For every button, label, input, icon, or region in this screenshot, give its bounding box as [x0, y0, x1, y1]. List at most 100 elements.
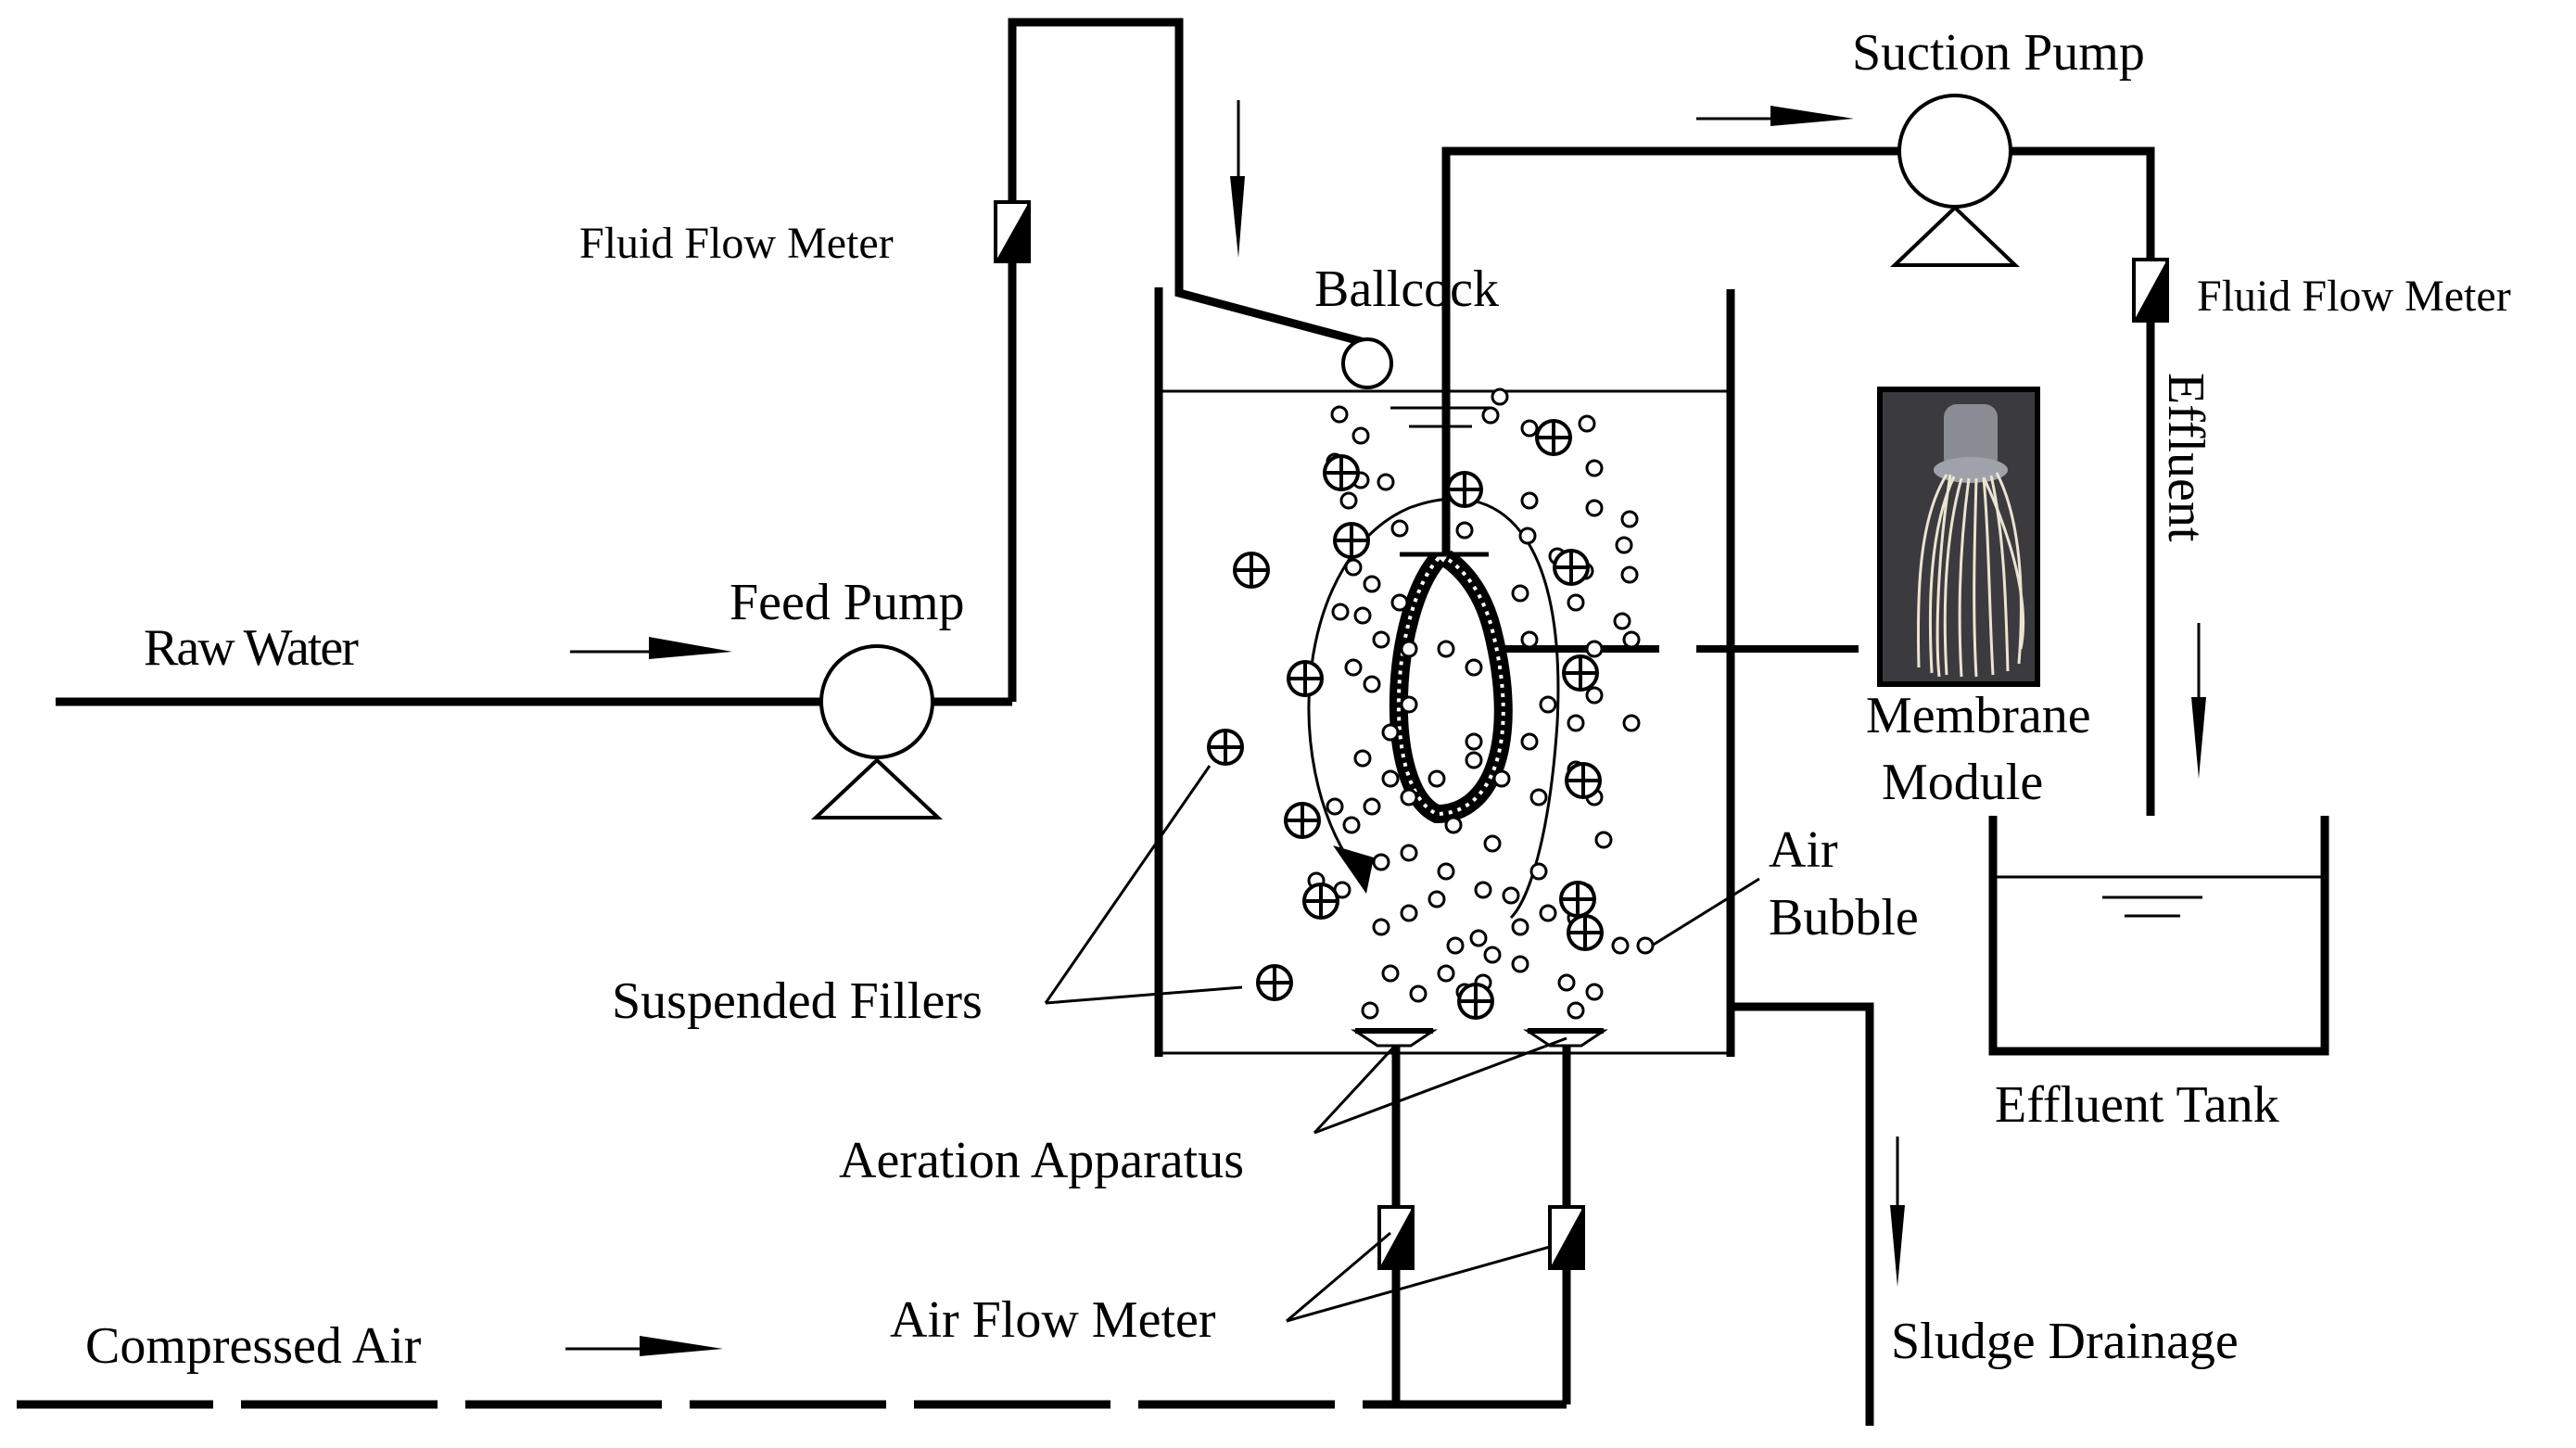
- air-bubble: [1529, 862, 1548, 881]
- air-bubble: [1372, 853, 1390, 871]
- compressed-air-label: Compressed Air: [85, 1317, 422, 1375]
- air-bubble: [1428, 890, 1446, 908]
- air-bubble: [1351, 426, 1370, 445]
- air-bubble: [1511, 918, 1529, 936]
- air-bubble: [1377, 473, 1395, 491]
- membrane-fiber-bundle: [1389, 550, 1513, 824]
- inflow-arrow: [1230, 100, 1245, 258]
- air-bubble-label-line1: Air: [1769, 821, 1838, 879]
- suction-pipe: [1441, 146, 2155, 816]
- air-bubble: [1381, 769, 1400, 788]
- air-bubble: [1483, 834, 1502, 853]
- air-bubble: [1330, 405, 1349, 424]
- air-flow-meter-left: [1377, 1205, 1415, 1270]
- air-bubble: [1539, 904, 1557, 922]
- suction-pump: [1890, 94, 2020, 267]
- suspended-filler: [1284, 802, 1321, 839]
- ballcock-label: Ballcock: [1314, 260, 1499, 318]
- air-bubble: [1502, 886, 1520, 905]
- fluid-flow-meter-right-label: Fluid Flow Meter: [2197, 272, 2511, 321]
- suspended-filler: [1562, 654, 1599, 692]
- air-bubble: [1409, 984, 1428, 1003]
- suspended-fillers-label: Suspended Fillers: [612, 972, 983, 1030]
- feed-pump-label: Feed Pump: [730, 574, 965, 631]
- air-bubble: [1400, 640, 1418, 658]
- air-flow-meter-right: [1548, 1205, 1585, 1270]
- air-bubble: [1491, 387, 1509, 406]
- aeration-apparatus-label: Aeration Apparatus: [839, 1132, 1244, 1189]
- air-bubble: [1611, 936, 1630, 955]
- air-bubble: [1372, 918, 1390, 936]
- air-bubble: [1620, 565, 1639, 584]
- suction-pump-label: Suction Pump: [1852, 24, 2145, 82]
- air-bubble: [1511, 955, 1529, 973]
- air-bubble: [1567, 593, 1585, 612]
- suspended-filler: [1302, 883, 1339, 920]
- leader-lines: [1044, 765, 1760, 1323]
- air-bubble: [1465, 732, 1483, 751]
- air-bubble: [1344, 558, 1363, 577]
- raw-water-label: Raw Water: [144, 619, 359, 677]
- air-bubble: [1339, 491, 1358, 510]
- air-bubble: [1585, 499, 1604, 517]
- suspended-filler: [1565, 762, 1602, 799]
- air-bubble: [1636, 936, 1655, 955]
- air-bubble: [1400, 788, 1418, 807]
- effluent-label: Effluent: [2157, 373, 2214, 542]
- fluid-flow-meter-left: [994, 200, 1031, 263]
- air-bubble: [1372, 630, 1390, 649]
- suspended-filler: [1535, 419, 1572, 456]
- air-bubble: [1567, 714, 1585, 732]
- air-bubble: [1613, 612, 1631, 630]
- air-bubble: [1400, 904, 1418, 922]
- fluid-flow-meter-right: [2132, 258, 2169, 323]
- air-bubble: [1437, 964, 1455, 983]
- suspended-fillers: [1207, 419, 1604, 1020]
- air-bubble: [1428, 769, 1446, 788]
- fluid-flow-meter-left-label: Fluid Flow Meter: [579, 219, 894, 268]
- sludge-drainage-label: Sludge Drainage: [1891, 1313, 2239, 1370]
- air-bubble: [1578, 414, 1596, 433]
- sludge-arrow: [1890, 1137, 1905, 1287]
- air-bubble: [1353, 749, 1372, 768]
- suspended-filler: [1457, 983, 1494, 1020]
- air-bubble: [1361, 1001, 1379, 1020]
- aeration-apparatus: [1351, 1028, 1608, 1048]
- air-bubble: [1520, 491, 1539, 510]
- air-bubble: [1331, 603, 1350, 621]
- compressed-air-arrow: [565, 1336, 723, 1356]
- raw-water-arrow: [570, 637, 732, 659]
- air-bubble: [1342, 816, 1361, 834]
- air-bubble: [1344, 658, 1363, 677]
- air-bubble: [1363, 675, 1381, 693]
- air-bubble: [1400, 695, 1418, 714]
- suspended-filler: [1207, 729, 1244, 766]
- air-bubble: [1381, 964, 1400, 983]
- suspended-filler: [1287, 660, 1324, 697]
- air-flow-meter-label: Air Flow Meter: [890, 1291, 1216, 1349]
- air-bubble: [1469, 929, 1488, 947]
- air-bubble: [1622, 714, 1641, 732]
- air-bubble: [1326, 797, 1344, 816]
- air-bubble: [1363, 797, 1381, 816]
- suspended-filler: [1333, 522, 1370, 559]
- suspended-filler: [1233, 552, 1270, 589]
- reactor-water-level-mark: [1390, 406, 1491, 428]
- raw-water-pipe: [56, 18, 1369, 706]
- air-bubble: [1585, 983, 1604, 1001]
- air-bubble: [1381, 723, 1400, 742]
- air-bubble: [1585, 459, 1604, 477]
- air-bubble: [1520, 732, 1539, 751]
- air-bubble: [1465, 751, 1483, 769]
- air-bubble: [1390, 593, 1409, 612]
- air-bubble: [1446, 936, 1465, 955]
- air-bubble: [1437, 862, 1455, 881]
- effluent-tank-label: Effluent Tank: [1995, 1076, 2279, 1134]
- effluent-tank: [1988, 816, 2329, 1056]
- suction-arrow: [1696, 106, 1854, 126]
- feed-pump: [810, 644, 944, 819]
- air-bubble: [1529, 788, 1548, 807]
- sludge-drainage-pipe: [1734, 1002, 1874, 1426]
